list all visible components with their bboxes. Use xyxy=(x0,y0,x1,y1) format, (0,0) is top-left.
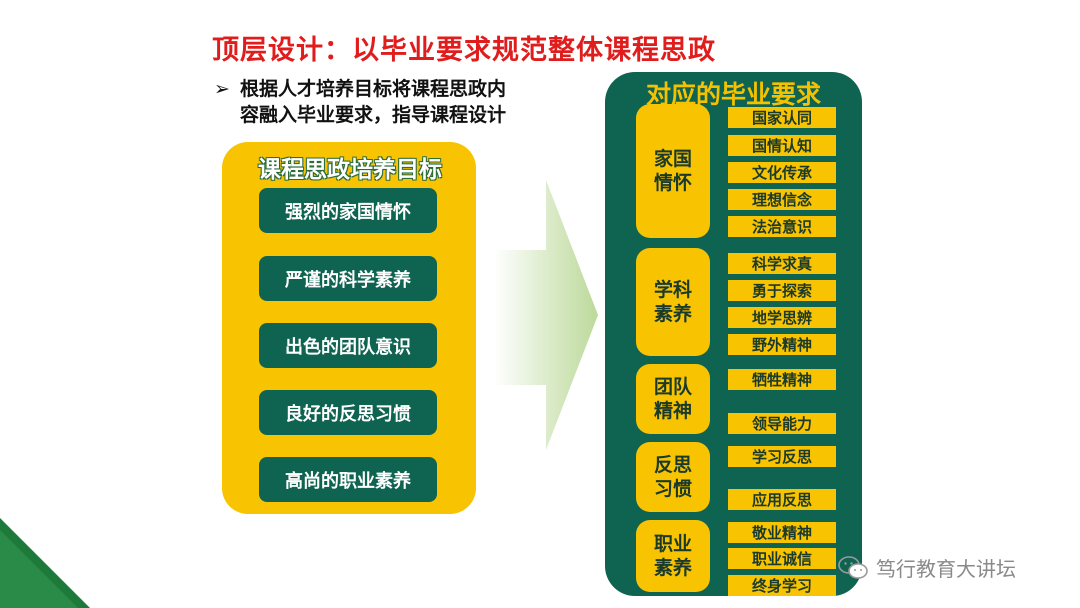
requirement-item: 领导能力 xyxy=(728,413,836,434)
requirement-item: 地学思辨 xyxy=(728,307,836,328)
category-label-line: 家国 xyxy=(653,148,692,170)
requirement-item: 职业诚信 xyxy=(728,548,836,569)
requirement-item: 国家认同 xyxy=(728,107,836,128)
category-label-line: 习惯 xyxy=(653,478,692,500)
right-arrow-icon xyxy=(494,180,598,450)
watermark: 笃行教育大讲坛 xyxy=(838,553,1016,582)
category-label-line: 素养 xyxy=(653,303,692,325)
requirement-item: 法治意识 xyxy=(728,216,836,237)
category-label-line: 学科 xyxy=(653,279,692,301)
category-label-line: 职业 xyxy=(653,533,692,555)
category-label-line: 情怀 xyxy=(653,172,692,194)
bullet-line-2: 容融入毕业要求，指导课程设计 xyxy=(240,104,507,126)
goal-item: 良好的反思习惯 xyxy=(259,390,437,435)
bullet-arrow-icon: ➢ xyxy=(214,78,230,100)
requirement-item: 牺牲精神 xyxy=(728,369,836,390)
category-teamwork: 团队精神 xyxy=(636,364,710,434)
category-patriotism: 家国情怀 xyxy=(636,104,710,238)
goals-heading: 课程思政培养目标 xyxy=(258,157,442,183)
goal-item: 出色的团队意识 xyxy=(259,323,437,368)
bullet-line-1: 根据人才培养目标将课程思政内 xyxy=(240,78,507,100)
category-label-line: 团队 xyxy=(653,376,692,398)
requirement-item: 国情认知 xyxy=(728,135,836,156)
goal-item: 高尚的职业素养 xyxy=(259,457,437,502)
category-label-line: 精神 xyxy=(653,400,692,422)
wechat-icon xyxy=(838,555,868,579)
category-discipline: 学科素养 xyxy=(636,248,710,356)
requirement-item: 野外精神 xyxy=(728,334,836,355)
slide-title: 顶层设计：以毕业要求规范整体课程思政 xyxy=(212,35,716,66)
requirement-item: 勇于探索 xyxy=(728,280,836,301)
requirement-item: 应用反思 xyxy=(728,489,836,510)
category-label-line: 反思 xyxy=(653,454,692,476)
requirement-item: 理想信念 xyxy=(728,189,836,210)
requirement-item: 文化传承 xyxy=(728,162,836,183)
corner-decoration xyxy=(0,500,90,608)
category-label-line: 素养 xyxy=(653,557,692,579)
category-reflection: 反思习惯 xyxy=(636,442,710,512)
goal-item: 严谨的科学素养 xyxy=(259,256,437,301)
requirement-item: 敬业精神 xyxy=(728,522,836,543)
requirement-item: 终身学习 xyxy=(728,575,836,596)
watermark-text: 笃行教育大讲坛 xyxy=(876,557,1016,581)
goal-item: 强烈的家国情怀 xyxy=(259,188,437,233)
category-professionalism: 职业素养 xyxy=(636,520,710,592)
requirement-item: 科学求真 xyxy=(728,253,836,274)
requirement-item: 学习反思 xyxy=(728,446,836,467)
